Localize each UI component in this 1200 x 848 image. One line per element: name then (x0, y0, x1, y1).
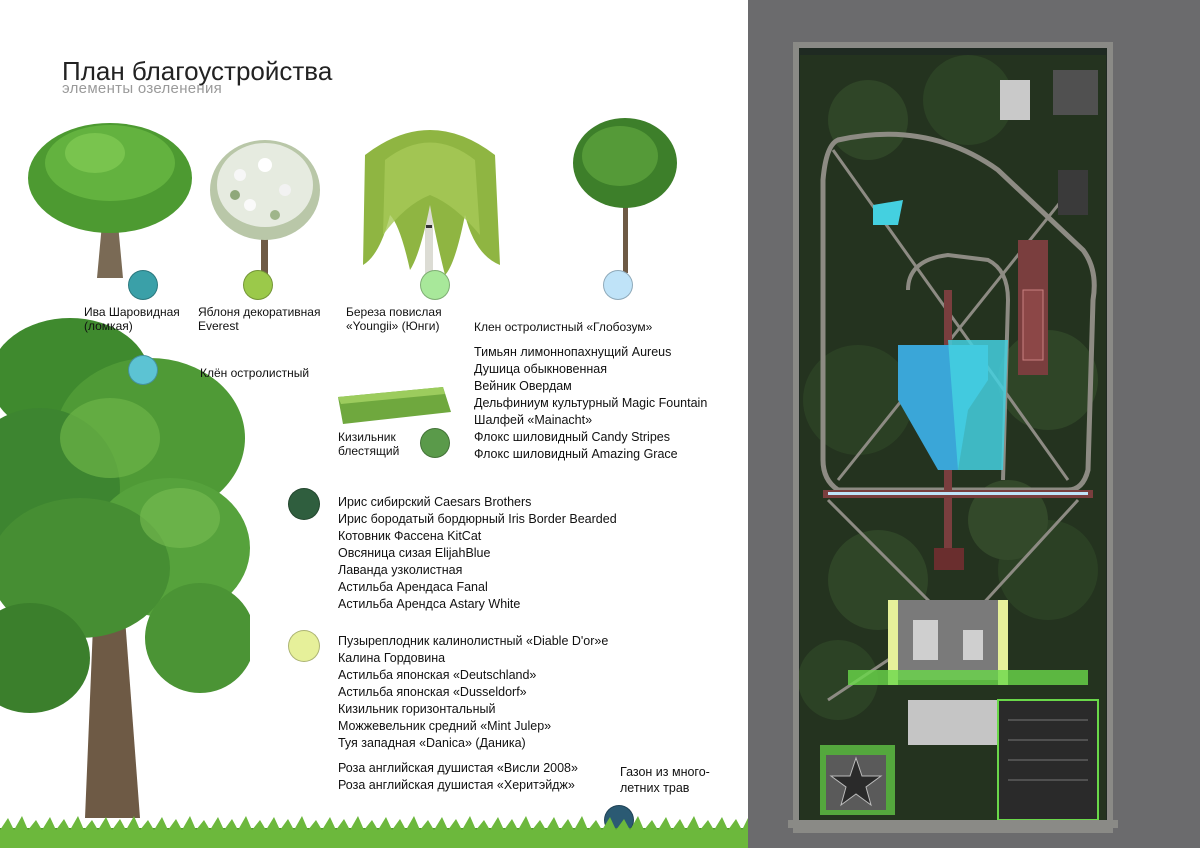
list-item: Туя западная «Danica» (Даника) (338, 736, 526, 750)
willow-tree-image (28, 123, 192, 278)
list-item: Астильба японская «Dusseldorf» (338, 685, 527, 699)
site-plan-panel (748, 0, 1200, 848)
cotoneaster-hedge-image (338, 387, 451, 424)
grass-strip-image (0, 816, 748, 848)
list-item: Роза английская душистая «Херитэйдж» (338, 778, 575, 792)
list-item: Котовник Фассена KitCat (338, 529, 482, 543)
apple-tree-image (210, 140, 320, 280)
list-item: Лаванда узколистная (338, 563, 463, 577)
birch-tree-image (363, 130, 500, 285)
list-item: Душица обыкновенная (474, 362, 607, 376)
list-item: Дельфиниум культурный Magic Fountain (474, 396, 708, 410)
willow-label: Ива Шаровидная(ломкая) (84, 305, 180, 333)
shrub-list: Пузыреплодник калинолистный «Diable D'or… (338, 633, 608, 752)
legend-panel: План благоустройства элементы озеленения (0, 56, 748, 848)
list-item: Овсяница сизая ElijahBlue (338, 546, 491, 560)
willow-color-marker (128, 270, 158, 300)
list-item: Астильба Арендаса Fanal (338, 580, 488, 594)
cotoneaster-color-marker (420, 428, 450, 458)
list-item: Калина Гордовина (338, 651, 446, 665)
birch-label: Береза повислая«Youngii» (Юнги) (346, 305, 442, 333)
page-title: План благоустройства (62, 56, 333, 86)
maple-color-marker (128, 355, 158, 385)
list-item: Вейник Овердам (474, 379, 572, 393)
list-item: Кизильник горизонтальный (338, 702, 496, 716)
iris-color-marker (288, 488, 320, 520)
birch-color-marker (420, 270, 450, 300)
rose-list: Роза английская душистая «Висли 2008» Ро… (338, 760, 578, 794)
list-item: Астильба Арендса Astary White (338, 597, 521, 611)
large-tree-illustration (0, 318, 250, 818)
list-item: Астильба японская «Deutschland» (338, 668, 537, 682)
list-item: Флокс шиловидный Amazing Grace (474, 447, 678, 461)
list-item: Роза английская душистая «Висли 2008» (338, 761, 578, 775)
physocarpus-color-marker (288, 630, 320, 662)
lawn-label: Газон из много-летних трав (620, 765, 710, 795)
apple-color-marker (243, 270, 273, 300)
list-item: Тимьян лимоннопахнущий Aureus (474, 345, 672, 359)
maple-label: Клён остролистный (200, 366, 310, 380)
list-item: Шалфей «Mainacht» (474, 413, 593, 427)
iris-list: Ирис сибирский Caesars Brothers Ирис бор… (338, 494, 617, 613)
globe-maple-label: Клен остролистный «Глобозум» (474, 320, 653, 334)
list-item: Пузыреплодник калинолистный «Diable D'or… (338, 634, 609, 648)
list-item: Ирис бородатый бордюрный Iris Border Bea… (338, 512, 617, 526)
list-item: Можжевельник средний «Mint Julep» (338, 719, 552, 733)
list-item: Ирис сибирский Caesars Brothers (338, 495, 532, 509)
globe-maple-color-marker (603, 270, 633, 300)
globe-maple-tree-image (573, 118, 677, 273)
page-subtitle: элементы озеленения (62, 80, 223, 97)
list-item: Флокс шиловидный Candy Stripes (474, 430, 670, 444)
perennials-list: Тимьян лимоннопахнущий Aureus Душица обы… (474, 344, 707, 463)
site-plan-map (788, 42, 1118, 833)
